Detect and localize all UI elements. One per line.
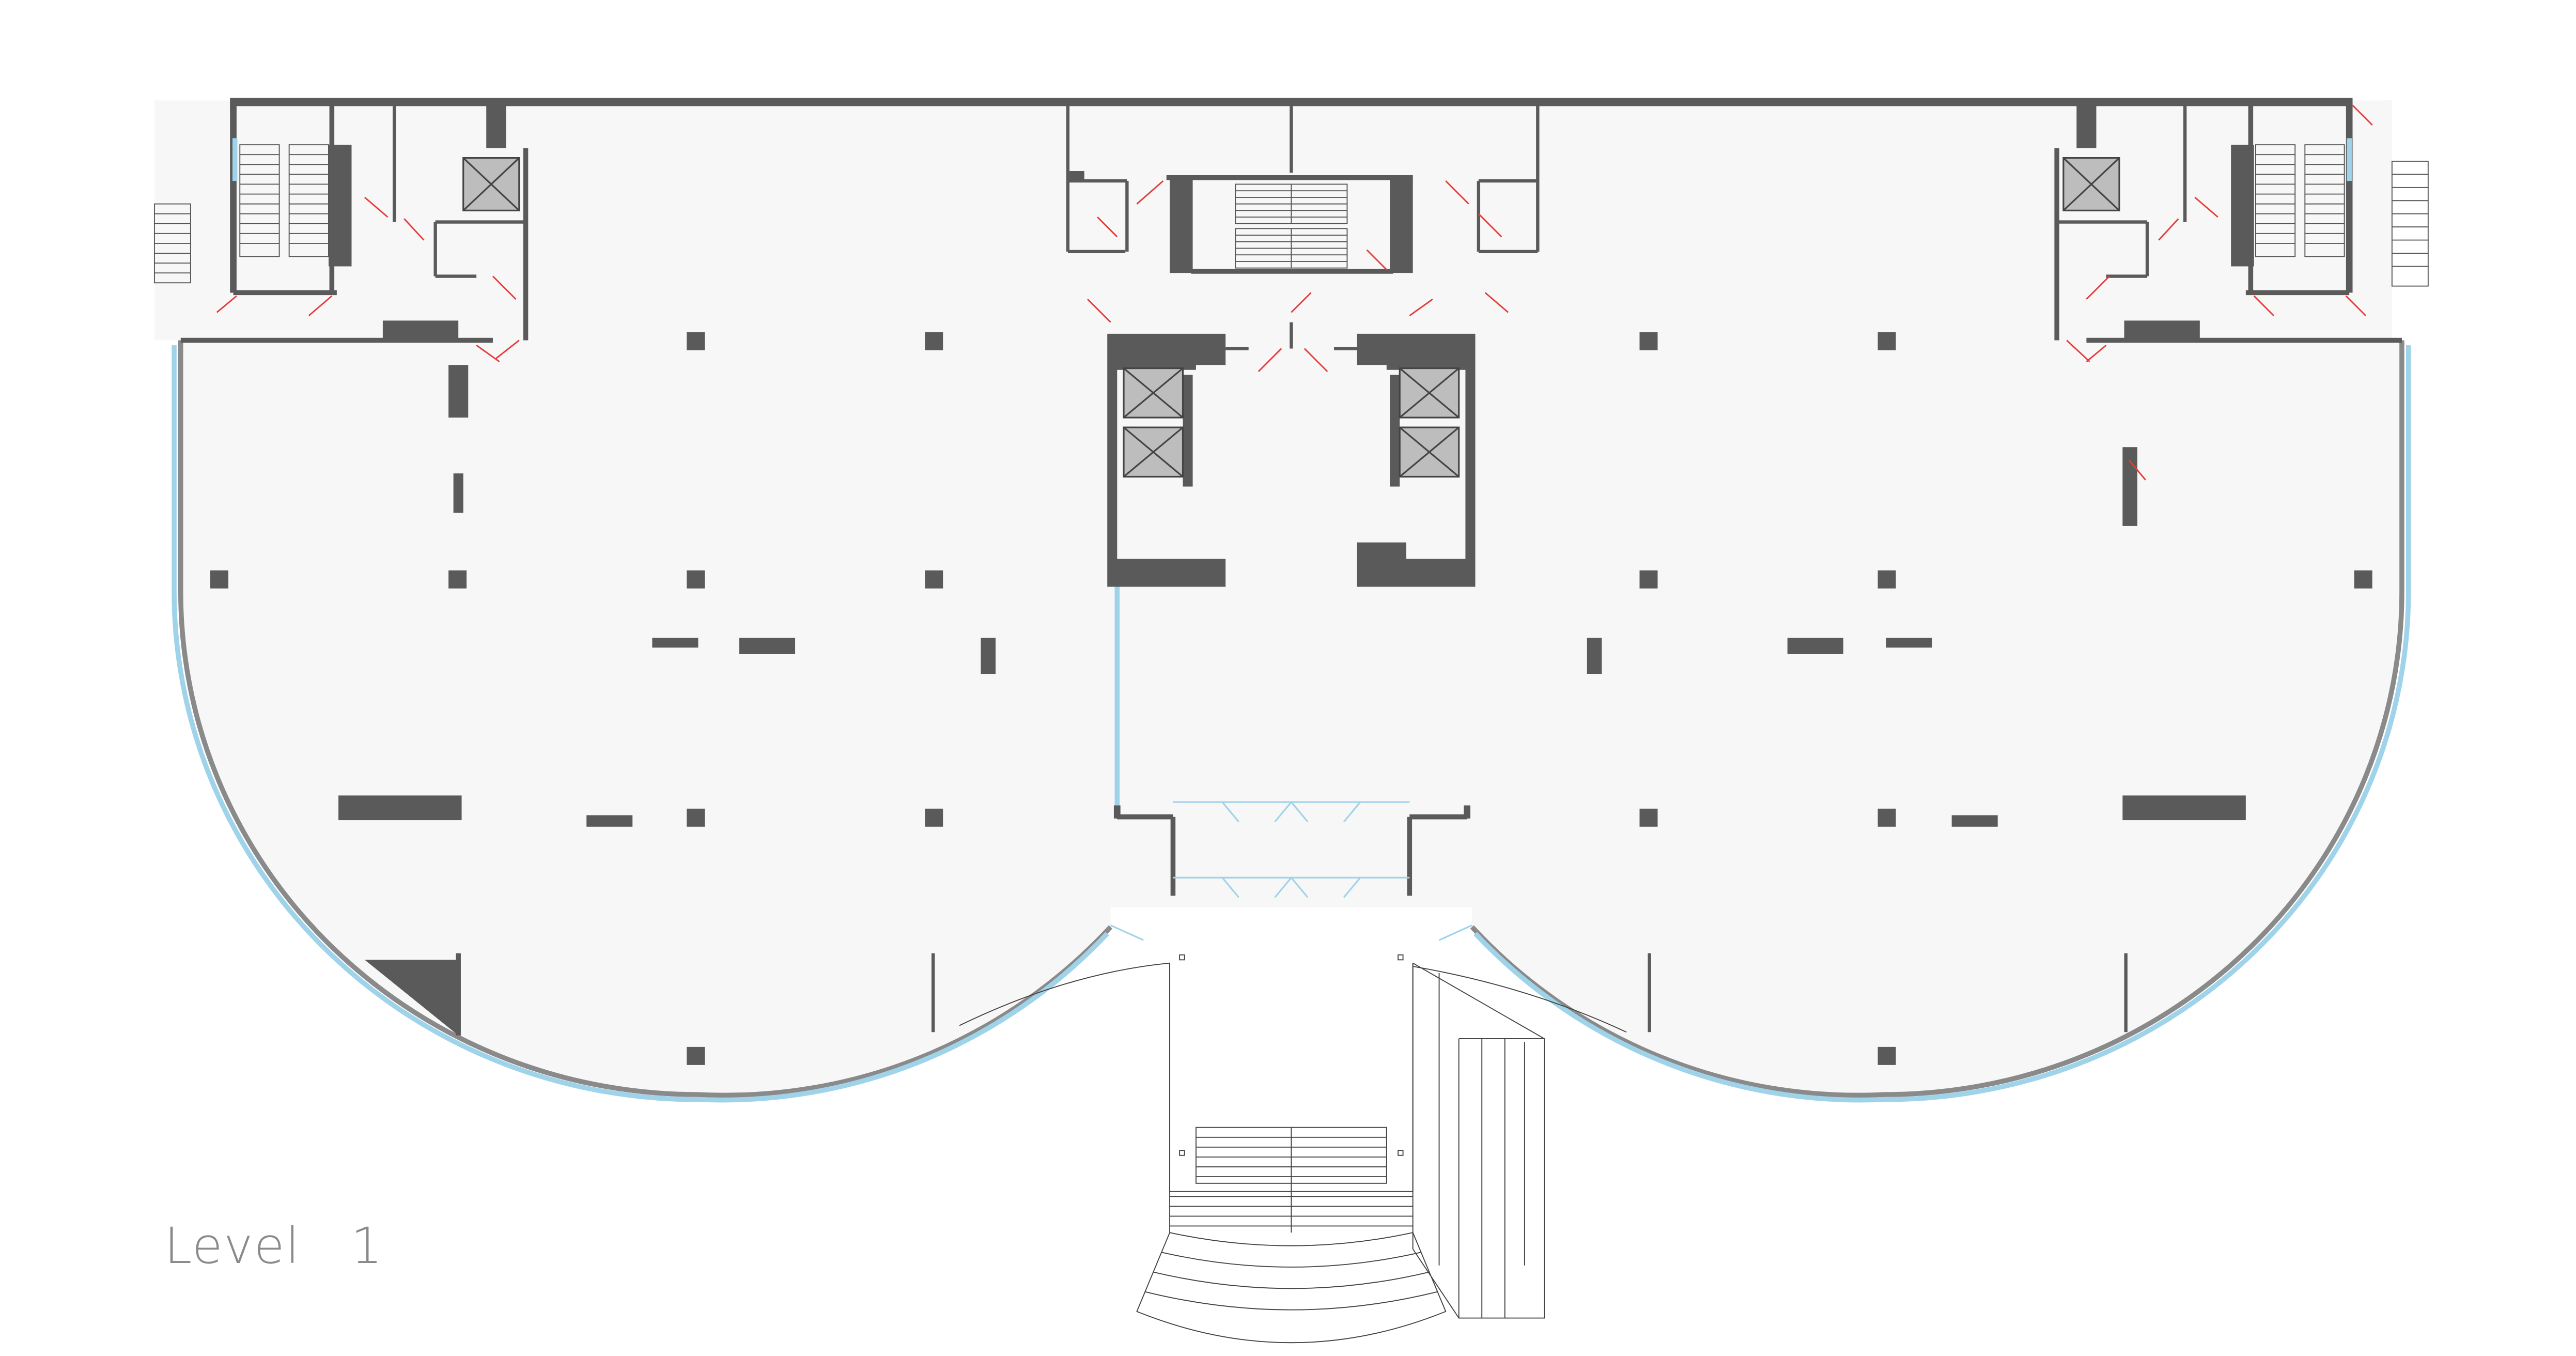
solid-walls: [210, 105, 2372, 1065]
entry-doors: [1110, 801, 1472, 941]
elevator-icon: [462, 157, 2120, 478]
door-icon: [216, 104, 2373, 481]
stair-icon: [153, 144, 2429, 287]
glazing: [232, 138, 2352, 181]
level-label: Level 1: [164, 1217, 384, 1275]
facade: [172, 340, 2411, 1103]
floor-slab: [154, 100, 2402, 1096]
exterior-steps: [959, 954, 1627, 1344]
